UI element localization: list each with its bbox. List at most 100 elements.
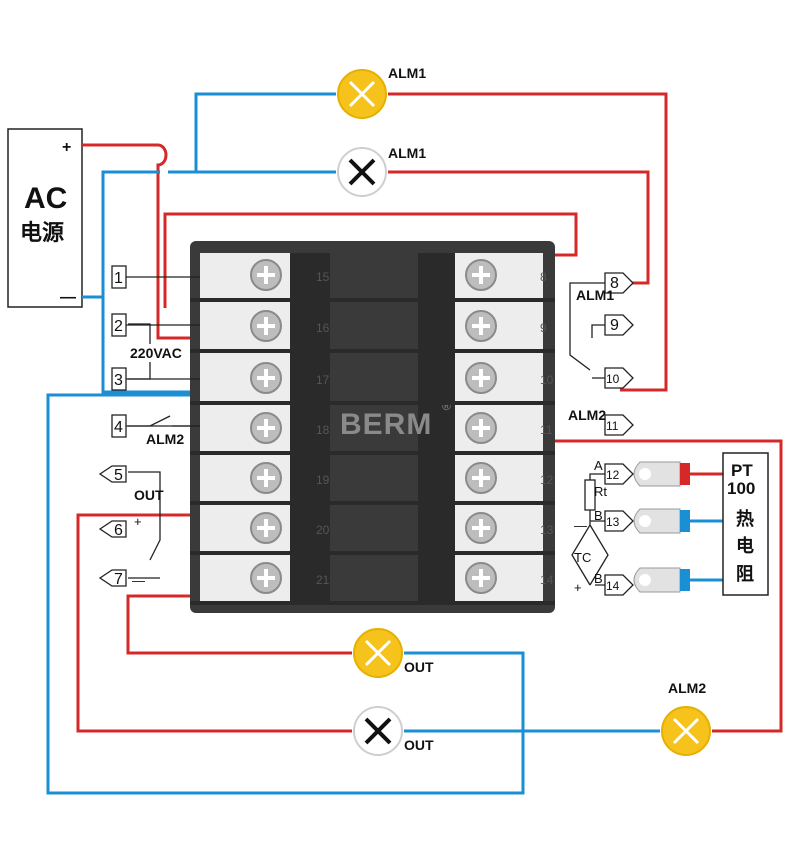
screw-cross	[472, 369, 490, 387]
lamp-3: OUT	[353, 628, 434, 678]
terminal-3: 3	[111, 367, 200, 391]
lamp-label: ALM1	[388, 65, 426, 81]
screw-cross	[472, 317, 490, 335]
relay-out-label: OUT	[134, 487, 164, 503]
sensor-tc: TC	[574, 550, 591, 565]
inner-number-left: 20	[316, 523, 330, 537]
inner-number-right: 12	[540, 473, 554, 487]
lamp-1: ALM1	[337, 65, 426, 119]
lug-hole	[639, 468, 651, 480]
lug-plug	[680, 510, 690, 532]
row-divider	[190, 298, 555, 302]
pt100-box: PT 100 热 电 阻	[722, 452, 769, 596]
lamp-cross-icon	[364, 717, 392, 745]
lug-plug	[680, 569, 690, 591]
screw-cross	[472, 419, 490, 437]
terminal-12: 12	[604, 463, 634, 485]
screw-cross	[257, 317, 275, 335]
inner-number-left: 16	[316, 321, 330, 335]
controller-body: BERM ®	[190, 241, 555, 613]
screw-cross	[257, 266, 275, 284]
screw-left	[250, 512, 282, 544]
terminal-box	[98, 569, 127, 587]
terminal-box	[604, 272, 634, 294]
row-divider	[190, 451, 555, 455]
ring-lug	[633, 461, 723, 487]
terminal-10: 10	[604, 367, 634, 389]
inner-number-right: 10	[540, 373, 554, 387]
pt100-line1: PT	[731, 461, 753, 480]
screw-left	[250, 259, 282, 291]
sensor-tc-plus: +	[574, 580, 582, 595]
wires	[46, 92, 783, 795]
terminal-box	[604, 574, 634, 596]
screw-left	[250, 462, 282, 494]
terminal-number: 6	[114, 522, 123, 539]
terminal-7: 7	[98, 569, 127, 588]
relay-alm2-left: ALM2	[128, 415, 200, 447]
lamp-cross-icon	[364, 639, 392, 667]
lamp-label: OUT	[404, 737, 434, 753]
screw-cross	[257, 519, 275, 537]
terminal-number: 14	[606, 579, 620, 593]
relay-alm2-left-label: ALM2	[146, 431, 184, 447]
out-minus: —	[132, 573, 145, 588]
lug-hole	[639, 574, 651, 586]
terminal-11: 11	[604, 414, 634, 436]
pt100-line4: 电	[736, 535, 754, 556]
terminal-number: 1	[114, 270, 123, 287]
screw-right	[465, 512, 497, 544]
lug-body	[633, 567, 681, 593]
terminal-number: 7	[114, 571, 123, 588]
inner-number-right: 11	[540, 423, 553, 437]
lug-body	[633, 508, 681, 534]
screw-right	[465, 412, 497, 444]
brand-mark: ®	[442, 399, 451, 413]
inner-number-right: 8	[540, 270, 547, 284]
terminal-number: 3	[114, 372, 123, 389]
ac-power-source: + AC 电源 —	[7, 128, 83, 308]
screw-cross	[257, 569, 275, 587]
screw-right	[465, 462, 497, 494]
screw-right	[465, 310, 497, 342]
lamp-cross-icon	[672, 717, 700, 745]
terminal-2: 2	[111, 313, 200, 337]
pt100-lugs	[633, 461, 723, 593]
terminal-number: 13	[606, 515, 620, 529]
lamp-4: OUT	[353, 706, 434, 756]
terminal-14: 14	[604, 574, 634, 596]
pt100-line3: 热	[736, 508, 754, 529]
terminal-box	[98, 520, 127, 538]
lug-body	[633, 461, 681, 487]
screw-cross	[472, 569, 490, 587]
terminal-1: 1	[111, 265, 200, 289]
terminal-number: 12	[606, 468, 620, 482]
power-title: AC	[24, 182, 67, 215]
lamp-5: ALM2	[661, 680, 711, 756]
inner-number-left: 19	[316, 473, 330, 487]
sensor-area: A Rt B — TC + B	[571, 458, 609, 595]
terminal-number: 11	[606, 419, 619, 433]
lamp-cross-icon	[348, 80, 376, 108]
terminal-13: 13	[604, 510, 634, 532]
inner-number-left: 18	[316, 423, 330, 437]
sensor-b1: B	[594, 508, 603, 523]
terminal-box	[604, 367, 634, 389]
row-divider	[190, 551, 555, 555]
lamp-label: OUT	[404, 659, 434, 675]
screw-cross	[472, 266, 490, 284]
screw-cross	[257, 419, 275, 437]
lamp-label: ALM2	[668, 680, 706, 696]
sensor-tc-minus: —	[574, 518, 587, 533]
row-divider	[190, 401, 555, 405]
relay-alm1-right: ALM1	[569, 282, 614, 379]
screw-cross	[472, 469, 490, 487]
inner-number-left: 21	[316, 573, 330, 587]
screw-left	[250, 562, 282, 594]
screw-cross	[472, 519, 490, 537]
pt100-line5: 阻	[736, 564, 754, 584]
terminal-6: 6	[98, 520, 127, 539]
